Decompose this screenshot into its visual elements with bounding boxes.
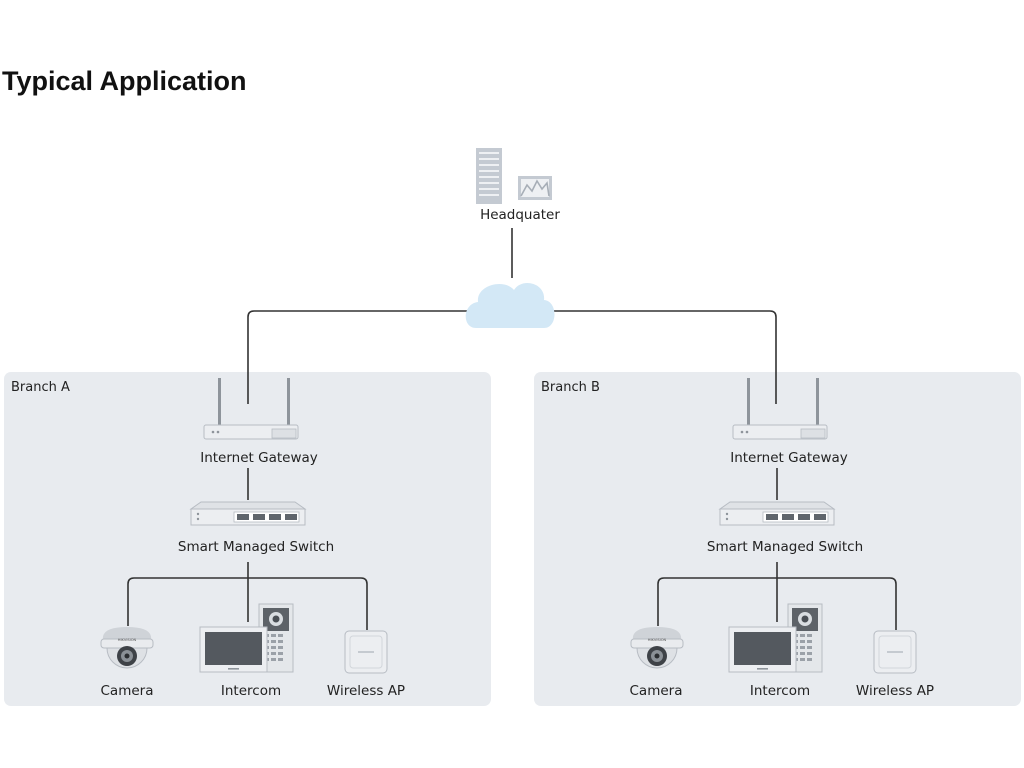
branch-a-intercom-label: Intercom: [221, 683, 281, 699]
branch-b-panel: [534, 372, 1021, 706]
branch-a-gateway-label: Internet Gateway: [200, 450, 318, 466]
wireless-ap-icon: [873, 630, 917, 674]
cloud-icon: [465, 282, 555, 328]
headquarter-label: Headquater: [480, 207, 560, 223]
branch-a-camera-brand: HIKVISION: [118, 638, 137, 642]
branch-b-camera-brand: HIKVISION: [648, 638, 667, 642]
branch-a-ap-label: Wireless AP: [327, 683, 405, 699]
branch-a-camera-label: Camera: [101, 683, 154, 699]
managed-switch-icon: [190, 501, 306, 526]
branch-b-switch-label: Smart Managed Switch: [707, 539, 863, 555]
network-links: [127, 228, 897, 630]
branch-a-switch-label: Smart Managed Switch: [178, 539, 334, 555]
office-buildings-icon: [476, 148, 552, 204]
managed-switch-icon: [719, 501, 835, 526]
branch-a-name: Branch A: [11, 380, 70, 395]
branch-b-gateway-label: Internet Gateway: [730, 450, 848, 466]
branch-b-name: Branch B: [541, 380, 600, 395]
branch-b-camera-label: Camera: [630, 683, 683, 699]
branch-a-panel: [4, 372, 491, 706]
branch-b-intercom-label: Intercom: [750, 683, 810, 699]
wireless-ap-icon: [344, 630, 388, 674]
branch-b-ap-label: Wireless AP: [856, 683, 934, 699]
page-title: Typical Application: [2, 66, 247, 96]
